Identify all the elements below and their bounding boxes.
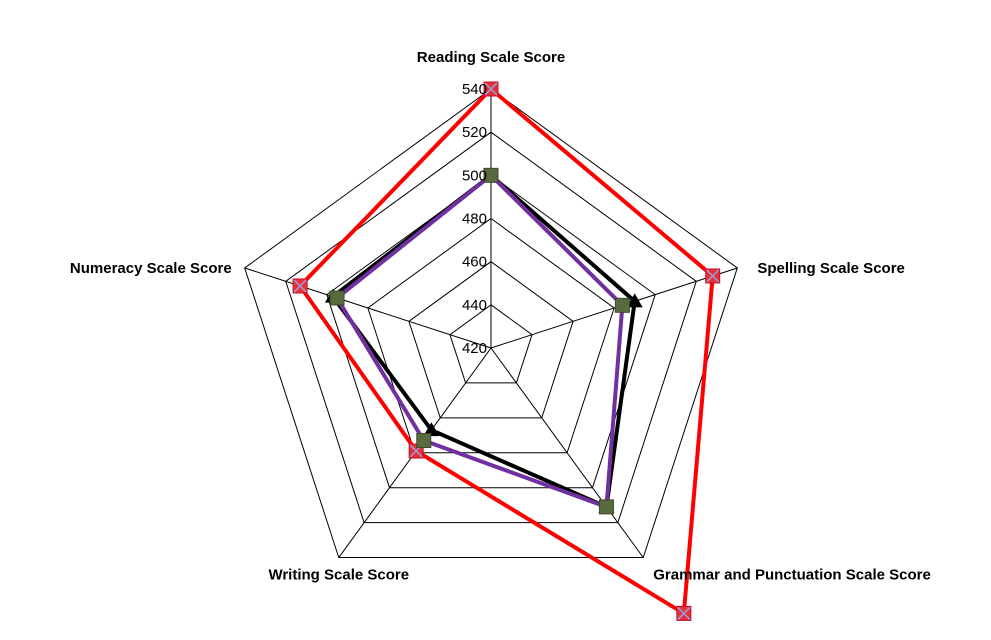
radial-tick-labels: 420 440 460 480 500 520 540 xyxy=(462,81,487,357)
tick-label: 460 xyxy=(462,254,487,271)
axis-spoke xyxy=(244,267,492,349)
tick-label: 420 xyxy=(462,340,487,357)
series-marker-cross xyxy=(706,269,720,283)
series-line xyxy=(330,172,637,510)
radar-grid xyxy=(244,88,738,559)
series-marker-cross xyxy=(677,606,691,620)
grid-ring xyxy=(408,261,574,419)
grid-ring xyxy=(285,131,697,524)
grid-ring xyxy=(449,304,533,384)
grid-ring xyxy=(367,217,615,454)
axis-spoke xyxy=(490,347,644,558)
series-line xyxy=(297,86,715,617)
grid-ring xyxy=(244,88,738,559)
axis-label: Spelling Scale Score xyxy=(757,260,905,277)
axis-spoke xyxy=(490,267,738,349)
series-marker-cross xyxy=(484,82,498,96)
series-marker xyxy=(483,167,499,183)
tick-label: 520 xyxy=(462,124,487,141)
series-marker xyxy=(614,297,630,313)
radar-series xyxy=(292,81,721,621)
series-marker xyxy=(598,499,614,515)
tick-label: 500 xyxy=(462,167,487,184)
series-marker xyxy=(626,293,643,308)
grid-ring xyxy=(326,174,656,489)
series-line xyxy=(334,172,625,510)
axis-label: Grammar and Punctuation Scale Score xyxy=(653,567,931,584)
series-marker-cross xyxy=(293,279,307,293)
series-marker xyxy=(423,422,440,437)
axis-label: Writing Scale Score xyxy=(268,567,409,584)
axis-label: Reading Scale Score xyxy=(417,49,565,66)
tick-label: 440 xyxy=(462,297,487,314)
series-marker xyxy=(416,433,432,449)
series-marker xyxy=(329,290,345,306)
axis-label: Numeracy Scale Score xyxy=(70,260,232,277)
tick-label: 480 xyxy=(462,211,487,228)
tick-label: 540 xyxy=(462,81,487,98)
